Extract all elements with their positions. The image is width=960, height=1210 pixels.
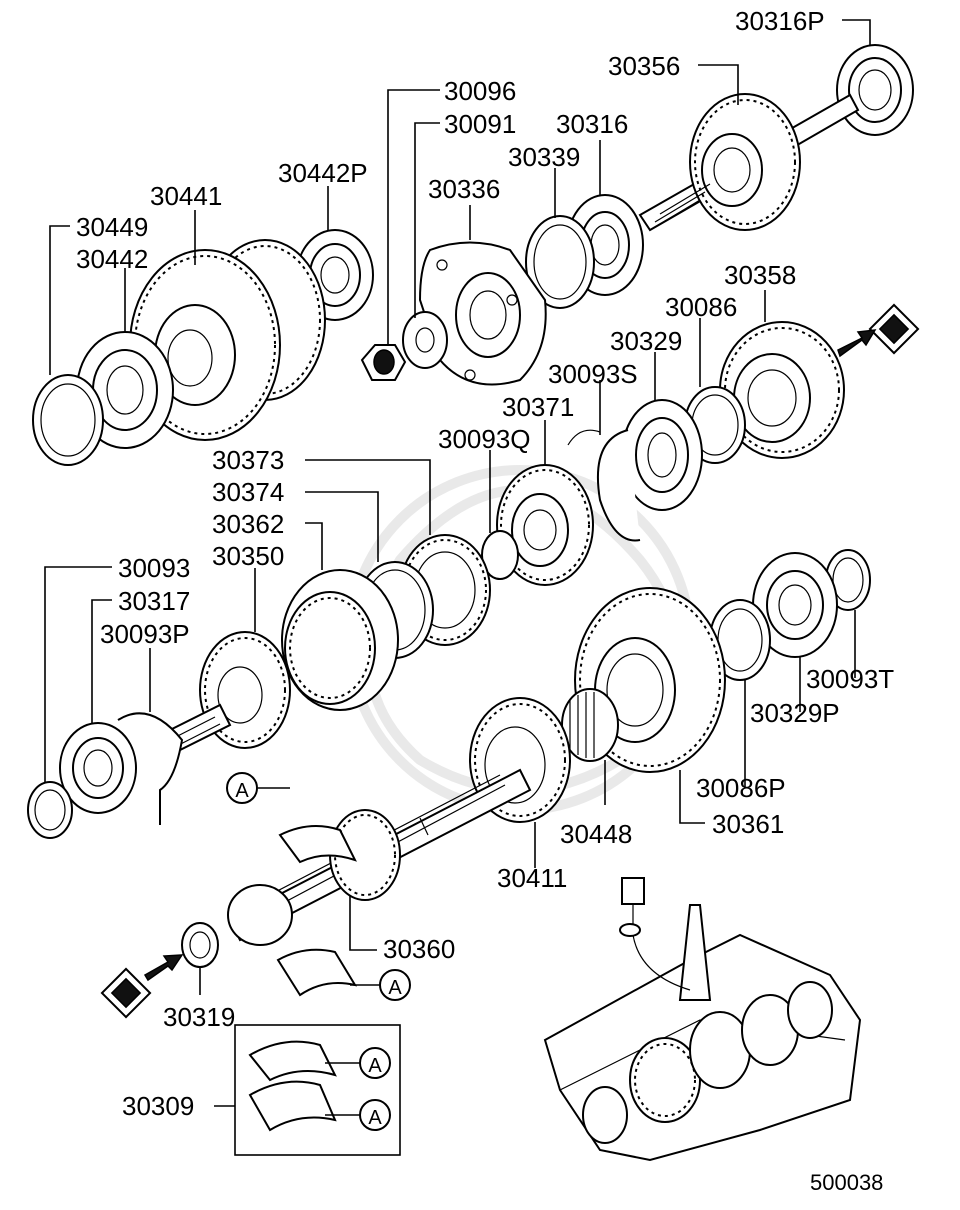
main-shaft: [227, 768, 532, 946]
washer-30091: [402, 311, 448, 369]
diamond-marker-left: [100, 954, 184, 1019]
diamond-marker-right: [837, 303, 920, 358]
label-30091: 30091: [444, 109, 516, 139]
label-30449: 30449: [76, 212, 148, 242]
label-30441: 30441: [150, 181, 222, 211]
nut-30096: [360, 344, 407, 381]
hub-30371: [496, 464, 594, 586]
label-30329: 30329: [610, 326, 682, 356]
flange-30336: [418, 241, 547, 386]
label-30093P: 30093P: [100, 619, 190, 649]
label-30096: 30096: [444, 76, 516, 106]
label-30093T: 30093T: [806, 664, 894, 694]
label-30319: 30319: [163, 1002, 235, 1032]
callout-a-2-letter: A: [388, 977, 402, 999]
label-30339: 30339: [508, 142, 580, 172]
label-30309: 30309: [122, 1091, 194, 1121]
label-30316: 30316: [556, 109, 628, 139]
label-30329P: 30329P: [750, 698, 840, 728]
label-30358: 30358: [724, 260, 796, 290]
label-30374: 30374: [212, 477, 284, 507]
label-30093S: 30093S: [548, 359, 638, 389]
half-needle-bearing-top: [278, 825, 357, 864]
label-30373: 30373: [212, 445, 284, 475]
part-30309-box: [234, 1024, 401, 1156]
label-30442: 30442: [76, 244, 148, 274]
callout-a-4: A: [359, 1099, 391, 1131]
label-30316P: 30316P: [735, 6, 825, 36]
needle-bearing-30319: [181, 922, 219, 968]
callout-a-3-letter: A: [368, 1055, 382, 1077]
clip-30093P: [117, 712, 184, 825]
label-30362: 30362: [212, 509, 284, 539]
label-30317: 30317: [118, 586, 190, 616]
bearing-30317: [59, 722, 137, 814]
label-30371: 30371: [502, 392, 574, 422]
bearing-30329P: [752, 552, 838, 658]
footer-code: 500038: [810, 1170, 883, 1195]
callout-a-2: A: [379, 969, 411, 1001]
assembly-inset: [543, 877, 862, 1162]
label-30361: 30361: [712, 809, 784, 839]
sleeve-30362: [281, 569, 399, 711]
label-30350: 30350: [212, 541, 284, 571]
label-30086P: 30086P: [696, 773, 786, 803]
label-30411: 30411: [497, 863, 567, 893]
snap-ring-30093Q: [481, 530, 519, 580]
label-30086: 30086: [665, 292, 737, 322]
label-30093: 30093: [118, 553, 190, 583]
half-needle-bearing-bottom: [276, 948, 358, 997]
bearing-30329: [621, 399, 703, 511]
label-30448: 30448: [560, 819, 632, 849]
gear-shaft-30356: [638, 93, 860, 232]
callout-a-1-letter: A: [235, 780, 249, 802]
leader-lines: [44, 19, 871, 1116]
label-30336: 30336: [428, 174, 500, 204]
part-labels: 30316P 30356 30096 30091 30316 30339 304…: [76, 6, 894, 1195]
callout-a-1: A: [226, 772, 258, 804]
ring-30449: [32, 374, 104, 466]
snap-ring-30093: [27, 781, 73, 839]
bearing-30316P: [836, 44, 914, 136]
callout-a-4-letter: A: [368, 1107, 382, 1129]
label-30442P: 30442P: [278, 158, 368, 188]
label-30360: 30360: [383, 934, 455, 964]
clip-30093S: [567, 429, 641, 542]
label-30356: 30356: [608, 51, 680, 81]
callout-a-3: A: [359, 1047, 391, 1079]
label-30093Q: 30093Q: [438, 424, 531, 454]
snap-ring-30339: [525, 215, 595, 309]
